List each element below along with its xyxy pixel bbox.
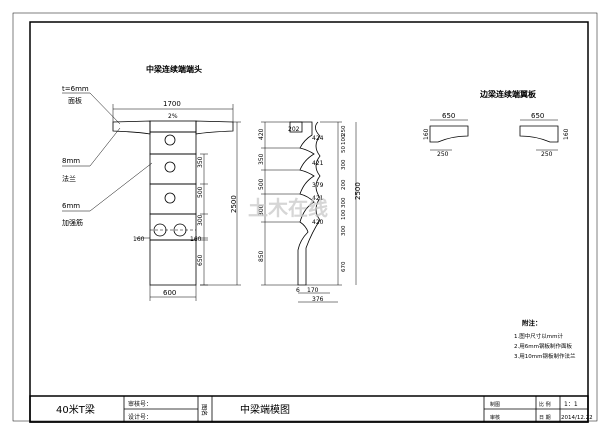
dim-seg-1: 350 (197, 156, 204, 168)
section-dim-mid-5: 420 (312, 219, 324, 226)
bottom-bulb (149, 239, 197, 286)
plate-name: 面板 (68, 96, 82, 105)
scale-label: 比 例 (539, 401, 551, 408)
flange-name: 法兰 (62, 174, 76, 183)
section-dim-mid-1: 424 (312, 135, 324, 142)
wing-right-width: 650 (531, 112, 544, 120)
wing-right-height: 160 (563, 128, 570, 140)
outer-border (12, 12, 598, 422)
section-dim-right-8: 300 (341, 225, 347, 236)
leader-line (89, 162, 153, 212)
bolt-hole (164, 134, 176, 146)
section-dim-left-3: 500 (258, 178, 265, 190)
web-segment-1 (149, 131, 197, 155)
check-label: 审核 (490, 414, 500, 421)
stiffener-name: 加强筋 (62, 218, 83, 227)
drawing-name-label: 图名 (200, 404, 208, 416)
section-dim-left-2: 350 (258, 153, 265, 165)
bolt-hole (164, 192, 176, 204)
dim-height: 2500 (230, 195, 238, 213)
section-profile (290, 121, 321, 286)
project-name: 40米T梁 (56, 403, 95, 416)
flange-label: 8mm (62, 157, 80, 165)
section-dim-right-4: 300 (341, 159, 347, 170)
section-dim-b1: 6 (296, 287, 300, 294)
scale-value: 1：1 (564, 401, 578, 408)
design-label: 设计号： (128, 413, 152, 421)
right-wing-plate (519, 125, 559, 143)
wing-view-title: 边梁连续端翼板 (479, 89, 537, 99)
dim-bottom: 600 (163, 289, 176, 297)
section-dim-left-4: 300 (258, 204, 265, 216)
section-dim-left-5: 850 (258, 250, 265, 262)
section-dim-right-3: 50 (341, 146, 347, 153)
dim-side-right: 160 (190, 236, 202, 243)
dim-seg-4: 650 (197, 254, 204, 266)
dim-slope: 2% (168, 113, 178, 120)
section-dim-mid-3: 379 (312, 182, 324, 189)
dim-seg-2: 500 (197, 186, 204, 198)
dim-side-left: 160 (133, 236, 145, 243)
wing-left-height: 160 (423, 128, 430, 140)
section-dim-mid-2: 421 (312, 160, 324, 167)
section-top-box (289, 121, 303, 133)
main-view-title: 中梁连续端端头 (146, 64, 202, 74)
watermark: 土木在线 (248, 196, 328, 220)
section-dim-right-9: 670 (341, 261, 347, 272)
section-dim-top: 202 (288, 126, 300, 133)
leader-line (89, 127, 121, 167)
bolt-hole (164, 161, 176, 173)
web-segment-3 (149, 183, 197, 215)
web-segment-2 (149, 153, 197, 185)
section-dim-right-1: 250 (341, 125, 347, 136)
right-wing (195, 120, 234, 135)
note-3: 3.用10mm钢板制作法兰 (514, 352, 576, 360)
note-1: 1.图中尺寸以mm计 (514, 332, 563, 340)
section-dim-b2: 170 (307, 287, 319, 294)
inner-border (29, 21, 589, 423)
left-wing-plate (429, 125, 469, 143)
wing-right-bottom: 250 (541, 151, 553, 158)
draw-label: 制图 (490, 401, 500, 408)
wing-left-width: 650 (442, 112, 455, 120)
note-2: 2.用6mm钢板制作面板 (514, 342, 572, 350)
plate-label: t=6mm (62, 85, 89, 93)
dim-top-width: 1700 (163, 100, 181, 108)
review-label: 审核号： (128, 400, 152, 408)
notes-title: 附注： (522, 318, 542, 327)
section-dim-mid-4: 421 (312, 195, 324, 202)
section-dim-right-2: 100 (341, 134, 347, 145)
section-dim-right-5: 200 (341, 179, 347, 190)
top-plate (149, 120, 197, 133)
dim-seg-3: 300 (197, 214, 204, 226)
wing-left-bottom: 250 (437, 151, 449, 158)
left-wing (112, 120, 151, 135)
leader-line (89, 92, 121, 125)
drawing-name: 中梁端模图 (240, 403, 290, 416)
section-dim-b3: 376 (312, 296, 324, 303)
section-dim-total: 2500 (354, 182, 362, 200)
section-dim-left-1: 420 (258, 128, 265, 140)
section-dim-right-6: 300 (341, 197, 347, 208)
date-label: 日 期 (539, 415, 551, 421)
stiffener-label: 6mm (62, 202, 80, 210)
section-dim-right-7: 100 (341, 209, 347, 220)
date-value: 2014/12.22 (561, 415, 593, 421)
